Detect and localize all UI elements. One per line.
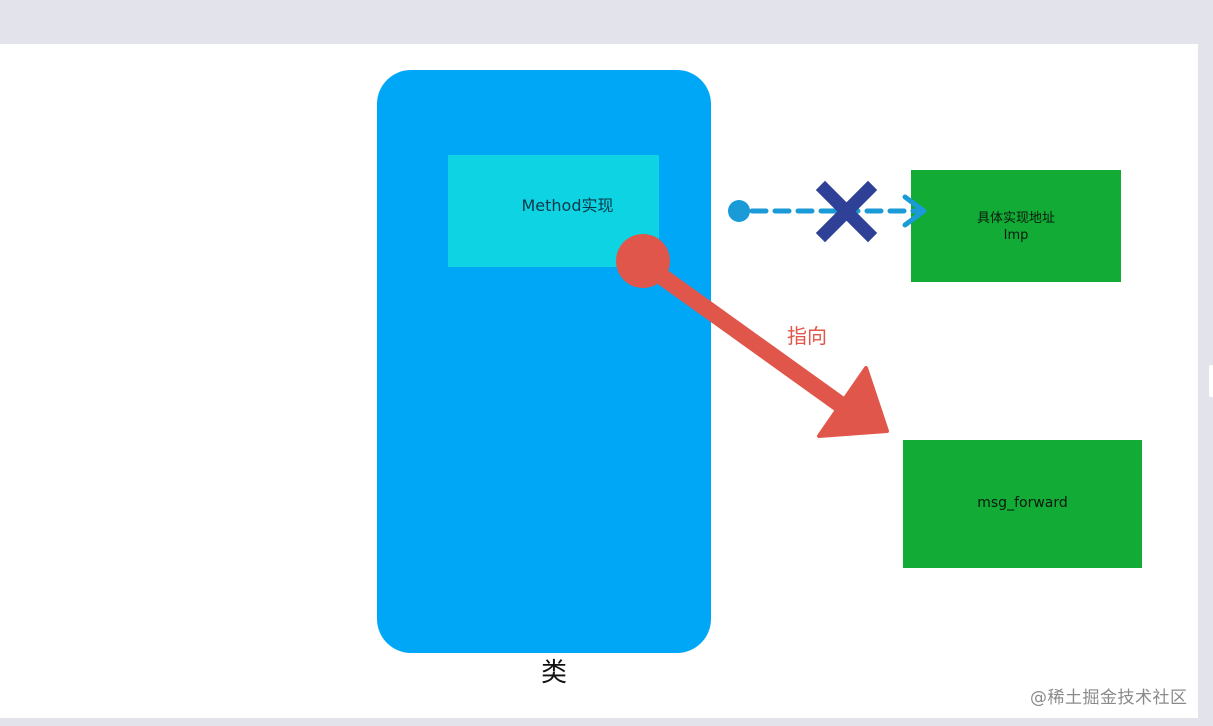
imp-label-line1: 具体实现地址	[976, 211, 1055, 226]
dashed-connector	[728, 194, 927, 228]
pointer-arrow	[616, 234, 889, 438]
pointer-arrow-shaft	[645, 261, 853, 417]
imp-label-line2: Imp	[1003, 228, 1029, 243]
class-label: 类	[540, 658, 567, 688]
msg-forward-label: msg_forward	[977, 495, 1068, 511]
method-label: Method实现	[521, 196, 614, 215]
side-panel-handle[interactable]	[1209, 365, 1213, 397]
pointer-arrow-head	[817, 366, 889, 438]
pointer-arrow-label: 指向	[787, 324, 827, 348]
msg-forward-node: msg_forward	[903, 440, 1142, 568]
cross-icon	[815, 180, 878, 243]
imp-node: 具体实现地址 Imp	[911, 170, 1121, 282]
dashed-connector-start-dot	[728, 200, 750, 222]
imp-label: 具体实现地址 Imp	[911, 210, 1121, 244]
watermark: @稀土掘金技术社区	[1030, 688, 1188, 708]
dashed-connector-arrowhead	[902, 194, 927, 228]
